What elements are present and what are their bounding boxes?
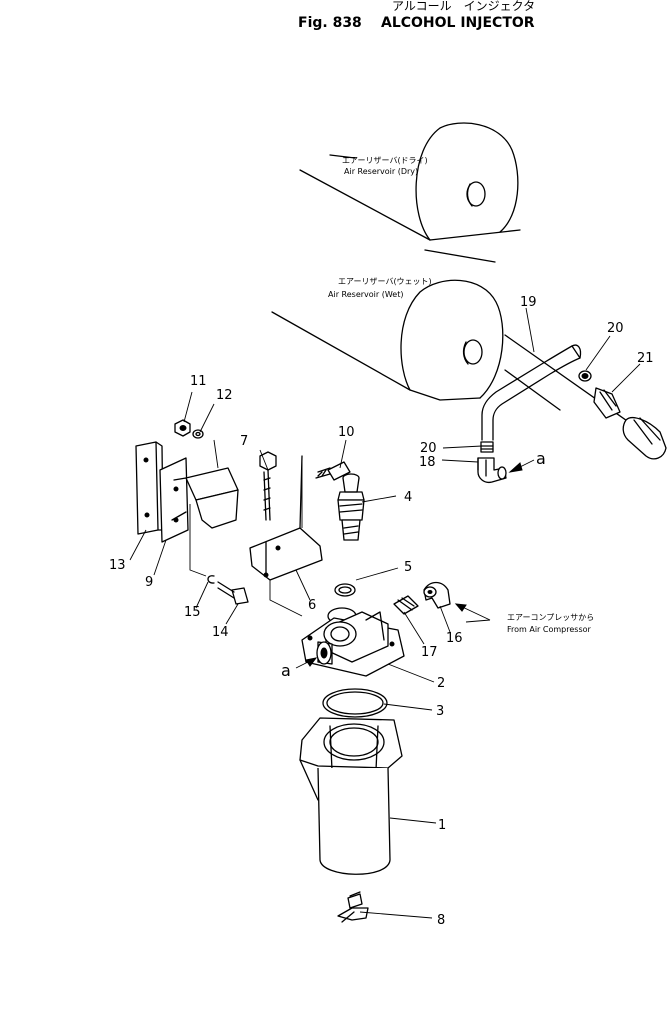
callout-7: 7 <box>240 434 248 449</box>
air-reservoir-dry <box>299 122 521 241</box>
connector-21 <box>593 387 667 460</box>
elbow-18 <box>477 457 507 484</box>
nut-11 <box>174 419 191 437</box>
callout-14: 14 <box>212 625 229 640</box>
drain-cock-8 <box>337 891 369 923</box>
callout-3: 3 <box>436 704 444 719</box>
bolt-14 <box>217 581 249 605</box>
callout-17: 17 <box>421 645 438 660</box>
callout-12: 12 <box>216 388 233 403</box>
label-dry-en: Air Reservoir (Dry) <box>344 167 418 176</box>
title-japanese: アルコール インジェクタ <box>392 0 535 13</box>
elbow-16 <box>423 581 451 609</box>
callout-2: 2 <box>437 676 445 691</box>
callout-19: 19 <box>520 295 537 310</box>
bowl-1 <box>299 717 403 875</box>
label-compressor-en: From Air Compressor <box>507 625 592 634</box>
callout-6: 6 <box>308 598 316 613</box>
bolt-10 <box>315 461 351 481</box>
fitting-17 <box>393 595 419 615</box>
callout-20-upper: 20 <box>607 321 624 336</box>
fitting-20-upper <box>578 370 592 382</box>
reservoir-port-wet <box>463 339 483 365</box>
injector-body-2 <box>301 611 405 677</box>
washer-15 <box>207 575 215 584</box>
callout-1: 1 <box>438 818 446 833</box>
bracket-9 <box>159 457 239 543</box>
callout-9: 9 <box>145 575 153 590</box>
air-reservoir-wet <box>271 249 641 431</box>
callout-5: 5 <box>404 560 412 575</box>
callout-11: 11 <box>190 374 207 389</box>
bracket-6 <box>249 455 323 581</box>
figure-number: Fig. 838 <box>298 15 362 31</box>
label-compressor-jp: エアーコンプレッサから <box>507 613 594 622</box>
reference-a-upper: a <box>536 449 546 468</box>
title-english: ALCOHOL INJECTOR <box>381 15 535 31</box>
valve-4 <box>337 473 365 541</box>
callout-21: 21 <box>637 351 654 366</box>
callout-18: 18 <box>419 455 436 470</box>
callout-8: 8 <box>437 913 445 928</box>
leader-lines <box>129 307 641 919</box>
callout-10: 10 <box>338 425 355 440</box>
reference-a-lower: a <box>281 661 291 680</box>
o-ring-3 <box>322 688 388 718</box>
fitting-20-lower <box>480 441 494 453</box>
callout-13: 13 <box>109 558 126 573</box>
callout-4: 4 <box>404 490 412 505</box>
bolt-7 <box>259 451 277 521</box>
callout-20-lower: 20 <box>420 441 437 456</box>
bracket-13 <box>135 441 164 535</box>
label-dry-jp: エアーリザーバ(ドライ) <box>342 156 428 165</box>
callout-numbers: 1 2 3 4 5 6 7 8 9 10 11 12 13 14 15 16 1… <box>109 295 654 928</box>
label-wet-en: Air Reservoir (Wet) <box>328 290 403 299</box>
callout-16: 16 <box>446 631 463 646</box>
pipe-19 <box>481 344 582 441</box>
label-wet-jp: エアーリザーバ(ウェット) <box>338 277 432 286</box>
washer-12 <box>192 429 204 439</box>
callout-15: 15 <box>184 605 201 620</box>
